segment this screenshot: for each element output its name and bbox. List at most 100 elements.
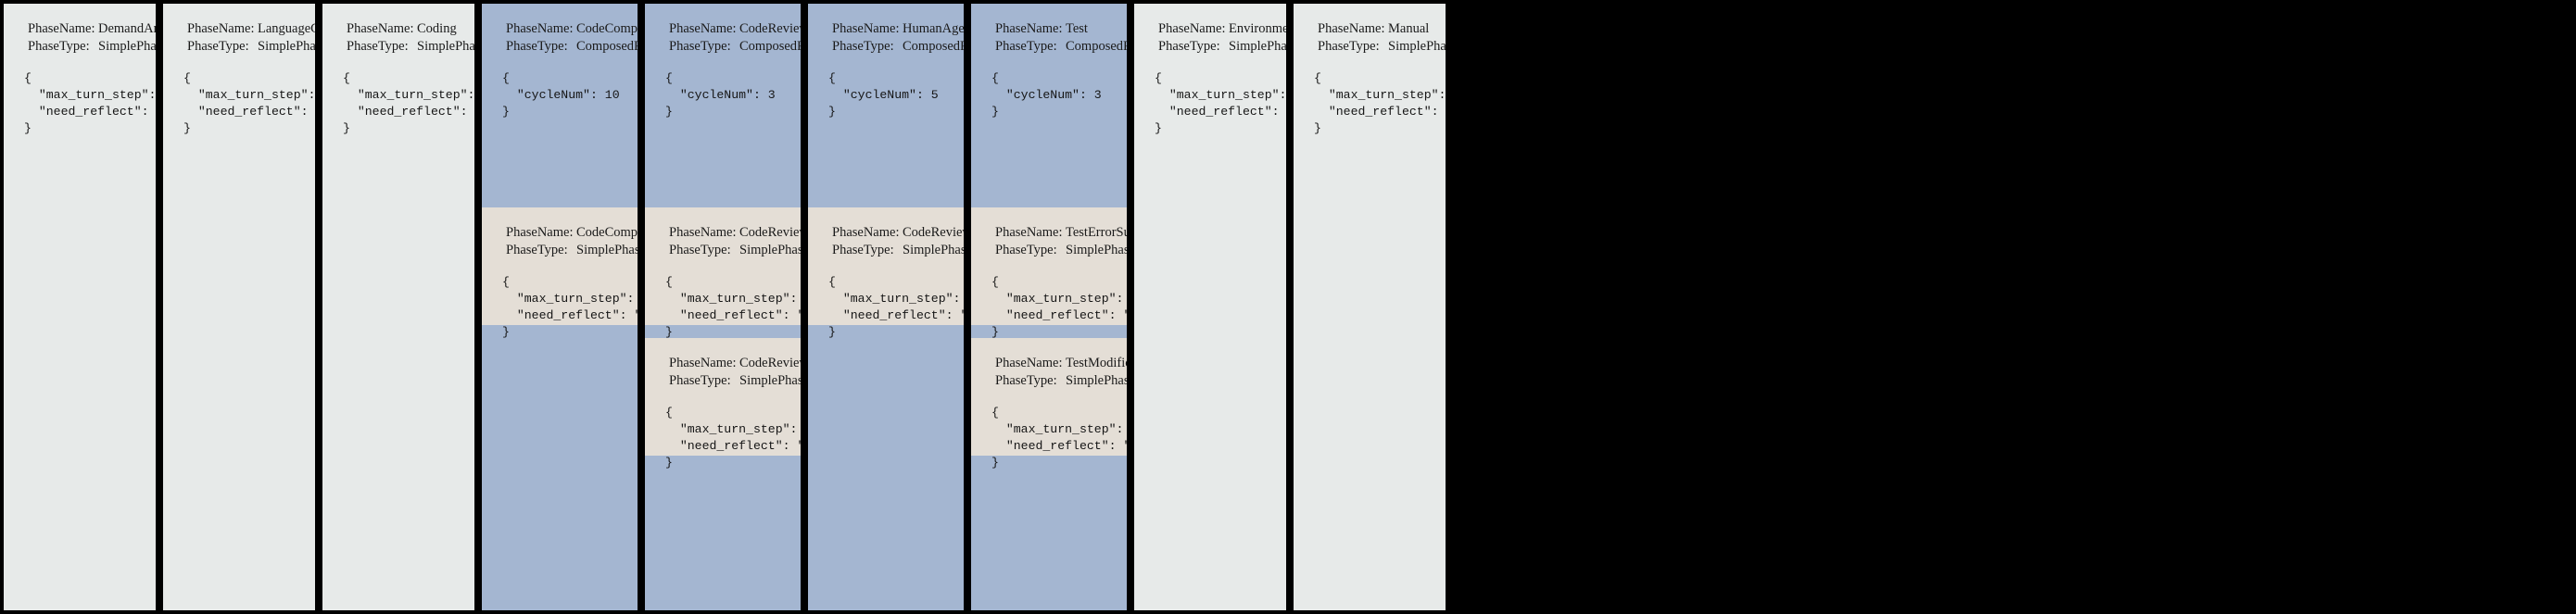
phase-type-value: SimplePhase (98, 39, 156, 54)
phase-field-row: PhaseType:ComposedPhase (482, 38, 638, 56)
phase-header-code-review: PhaseName:CodeReviewPhaseType: ComposedPh… (645, 4, 801, 207)
phase-field-row: PhaseType: ComposedPhase (645, 38, 801, 56)
phase-name-value: Test (1066, 21, 1088, 36)
subphase-type-value: SimplePhase (903, 243, 964, 257)
phase-field-row: PhaseType:SimplePhase (1294, 38, 1446, 56)
phase-field-row: PhaseName:CodeReviewComment (645, 224, 801, 242)
phase-name-value: CodeCompleteAll (576, 21, 638, 36)
phase-type-value: SimplePhase (1388, 39, 1446, 54)
subphase-name-value: CodeReviewComment (739, 225, 801, 240)
subphase-name-label: PhaseName: (669, 225, 737, 240)
phase-field-row: PhaseType:SimplePhase (645, 372, 801, 390)
phase-type-label: PhaseType: (995, 39, 1057, 54)
subphase-name-value: CodeReviewModification (739, 356, 801, 370)
left-gutter (0, 4, 4, 610)
subphase-config-json: { "max_turn_step": 1, "need_reflect": "F… (991, 406, 1127, 470)
phase-field-row: PhaseType:SimplePhase (482, 242, 638, 259)
phase-field-row: PhaseName:CodeComplete (482, 224, 638, 242)
subphase-config-json: { "max_turn_step": 1, "need_reflect": "F… (665, 406, 801, 470)
subphase-name-label: PhaseName: (832, 225, 900, 240)
subphase-block-code-review-modification[interactable]: PhaseName:CodeReviewModificationPhaseTyp… (645, 338, 801, 470)
phase-type-label: PhaseType: (187, 39, 249, 54)
phase-field-row: PhaseName:CodeCompleteAll (482, 20, 638, 38)
right-gutter (1453, 4, 1457, 610)
subphase-config-json: { "max_turn_step": 1, "need_reflect": "F… (991, 275, 1127, 339)
subphase-config-json: { "max_turn_step": 1, "need_reflect": "F… (665, 275, 801, 339)
phase-panel-demand-analysis[interactable]: PhaseName:DemandAnalysisPhaseType:Simple… (4, 4, 156, 610)
phase-field-row: PhaseType: SimplePhase (971, 372, 1127, 390)
phase-config-json: { "max_turn_step": 1, "need_reflect": "T… (1155, 71, 1286, 135)
composed-cycle-separator (808, 325, 964, 610)
subphase-block-test-modification[interactable]: PhaseName:TestModificationPhaseType: Simp… (971, 338, 1127, 470)
phase-name-value: HumanAgentInteraction (903, 21, 964, 36)
phase-name-label: PhaseName: (187, 21, 255, 36)
phase-field-row: PhaseType:SimplePhase (4, 38, 156, 56)
subphase-block-test-error-summary[interactable]: PhaseName:TestErrorSummaryPhaseType:Simp… (971, 207, 1127, 339)
phase-panel-code-review[interactable]: PhaseName:CodeReviewPhaseType:ComposedPh… (645, 4, 801, 610)
subphase-type-label: PhaseType: (669, 243, 731, 257)
phase-name-value: Coding (417, 21, 457, 36)
phase-type-label: PhaseType: (347, 39, 409, 54)
phase-config-json: { "cycleNum": 3 } (665, 71, 776, 119)
composed-cycle-separator (971, 456, 1127, 610)
phase-name-label: PhaseName: (832, 21, 900, 36)
phase-field-row: PhaseName:LanguageChoose (163, 20, 315, 38)
subphase-type-value: SimplePhase (739, 243, 801, 257)
subphase-type-value: SimplePhase (1066, 373, 1127, 388)
subphase-name-label: PhaseName: (995, 225, 1063, 240)
phase-header-language-choose: PhaseName:LanguageChoosePhaseType:Simple… (163, 4, 315, 610)
composed-cycle-separator (971, 325, 1127, 338)
phase-field-row: PhaseName:Manual (1294, 20, 1446, 38)
phase-config-json: { "max_turn_step": -1, "need_reflect": "… (24, 71, 156, 135)
phase-type-value: SimplePhase (1229, 39, 1286, 54)
phase-type-label: PhaseType: (669, 39, 731, 54)
phase-field-row: PhaseType: SimplePhase (322, 38, 474, 56)
subphase-name-value: TestErrorSummary (1066, 225, 1127, 240)
subphase-type-label: PhaseType: (995, 373, 1057, 388)
phase-type-value: SimplePhase (417, 39, 474, 54)
phase-field-row: PhaseName:TestModification (971, 355, 1127, 372)
phase-panel-code-complete-all[interactable]: PhaseName:CodeCompleteAllPhaseType:Compo… (482, 4, 638, 610)
composed-cycle-separator (645, 456, 801, 610)
subphase-type-label: PhaseType: (832, 243, 894, 257)
subphase-config-json: { "max_turn_step": 1, "need_reflect": "F… (502, 275, 638, 339)
phase-config-json: { "cycleNum": 5 } (828, 71, 939, 119)
phase-type-value: ComposedPhase (903, 39, 964, 54)
phase-field-row: PhaseType: SimplePhase (808, 242, 964, 259)
phase-name-label: PhaseName: (28, 21, 95, 36)
phase-panel-language-choose[interactable]: PhaseName:LanguageChoosePhaseType:Simple… (163, 4, 315, 610)
subphase-block-code-review-comment[interactable]: PhaseName:CodeReviewCommentPhaseType:Sim… (645, 207, 801, 339)
subphase-block-code-complete[interactable]: PhaseName:CodeCompletePhaseType:SimplePh… (482, 207, 638, 339)
subphase-name-value: TestModification (1066, 356, 1127, 370)
phase-type-value: ComposedPhase (739, 39, 801, 54)
phase-config-json: { "cycleNum": 3 } (991, 71, 1102, 119)
phase-name-label: PhaseName: (1318, 21, 1385, 36)
phase-name-label: PhaseName: (506, 21, 574, 36)
phase-field-row: PhaseType:SimplePhase (163, 38, 315, 56)
composed-cycle-separator (645, 325, 801, 338)
phase-field-row: PhaseName:Test (971, 20, 1127, 38)
subphase-block-code-review-human[interactable]: PhaseName:CodeReviewHumanPhaseType: Simpl… (808, 207, 964, 339)
phase-type-label: PhaseType: (1158, 39, 1220, 54)
phase-header-demand-analysis: PhaseName:DemandAnalysisPhaseType:Simple… (4, 4, 156, 610)
phase-panel-environment-doc[interactable]: PhaseName:EnvironmentDocPhaseType: Simple… (1134, 4, 1286, 610)
phase-field-row: PhaseName:EnvironmentDoc (1134, 20, 1286, 38)
phase-header-code-complete-all: PhaseName:CodeCompleteAllPhaseType:Compo… (482, 4, 638, 207)
phase-field-row: PhaseName:HumanAgentInteraction (808, 20, 964, 38)
phase-field-row: PhaseName:CodeReview (645, 20, 801, 38)
subphase-type-label: PhaseType: (995, 243, 1057, 257)
subphase-name-value: CodeReviewHuman (903, 225, 964, 240)
phase-field-row: PhaseType:ComposedPhase (971, 38, 1127, 56)
phase-name-value: DemandAnalysis (98, 21, 156, 36)
phase-header-environment-doc: PhaseName:EnvironmentDocPhaseType: Simple… (1134, 4, 1286, 610)
phase-panel-human-agent-interaction[interactable]: PhaseName:HumanAgentInteractionPhaseType… (808, 4, 964, 610)
subphase-type-label: PhaseType: (506, 243, 568, 257)
subphase-type-label: PhaseType: (669, 373, 731, 388)
phase-name-value: LanguageChoose (258, 21, 315, 36)
